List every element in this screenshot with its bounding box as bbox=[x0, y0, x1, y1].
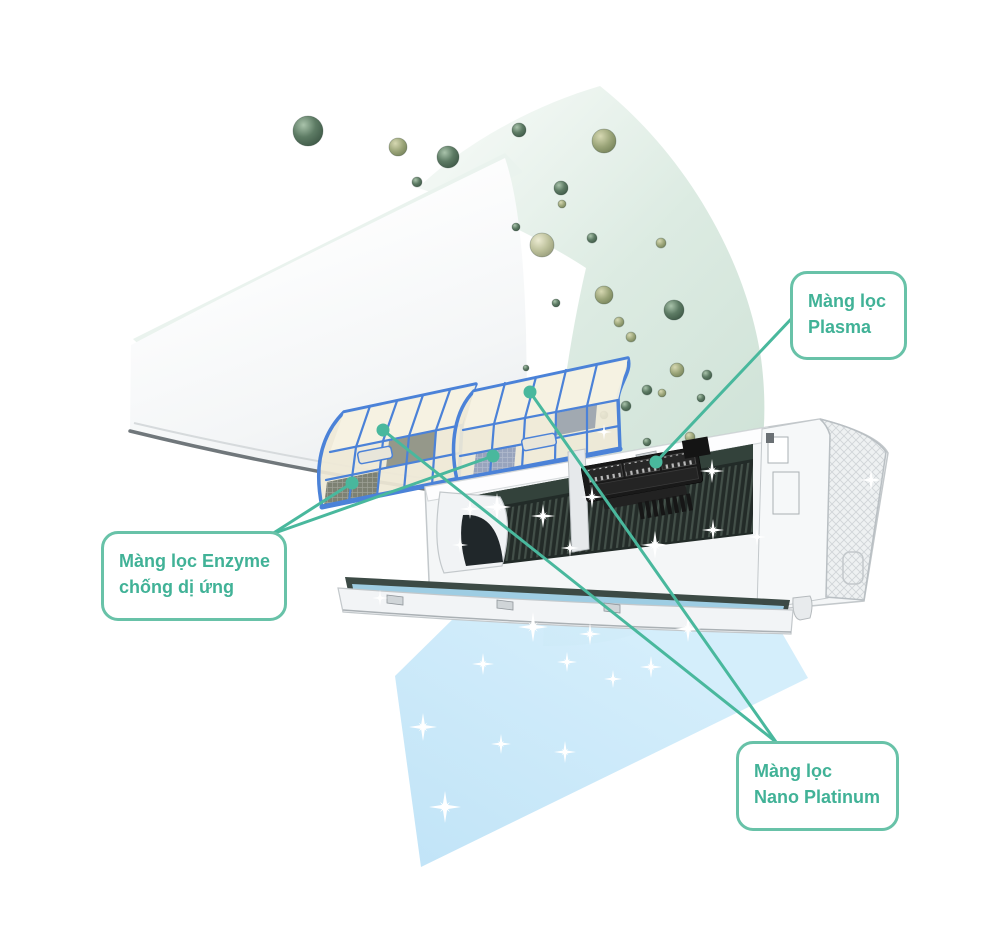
plasma-comb bbox=[637, 493, 693, 520]
callout-enzyme: Màng lọc Enzyme chống dị ứng bbox=[101, 531, 287, 621]
callout-nano-line2: Nano Platinum bbox=[754, 787, 881, 807]
filter-handle-right bbox=[520, 432, 558, 452]
callout-plasma: Màng lọc Plasma bbox=[790, 271, 907, 360]
callout-plasma-line1: Màng lọc bbox=[808, 291, 887, 311]
callout-line-nano-2 bbox=[528, 390, 778, 744]
callout-enzyme-line2: chống dị ứng bbox=[119, 577, 235, 597]
callout-line-enzyme-1 bbox=[270, 481, 354, 536]
callout-dot-enzyme-right bbox=[486, 449, 500, 463]
plasma-module bbox=[580, 436, 711, 520]
unit-side-grille bbox=[819, 418, 887, 601]
callout-line-nano-1 bbox=[381, 428, 778, 744]
callout-dot-nano-right bbox=[523, 385, 537, 399]
callout-nano: Màng lọc Nano Platinum bbox=[736, 741, 899, 831]
callout-nano-line1: Màng lọc bbox=[754, 761, 833, 781]
unit-foot bbox=[792, 595, 813, 621]
filter-handle-left bbox=[356, 445, 394, 465]
callout-line-plasma bbox=[654, 315, 795, 464]
callout-dot-nano-left bbox=[376, 423, 390, 437]
nano-filter-right bbox=[451, 356, 631, 483]
callout-dot-plasma bbox=[649, 455, 663, 469]
callout-dot-enzyme-left bbox=[345, 476, 359, 490]
airflow-arrow bbox=[395, 614, 808, 867]
louver-bar bbox=[337, 587, 794, 635]
callout-line-enzyme-2 bbox=[270, 454, 495, 536]
callout-enzyme-line1: Màng lọc Enzyme bbox=[119, 551, 271, 571]
callout-plasma-line2: Plasma bbox=[808, 317, 872, 337]
sparkles bbox=[346, 424, 882, 823]
callout-connectors bbox=[270, 315, 795, 744]
